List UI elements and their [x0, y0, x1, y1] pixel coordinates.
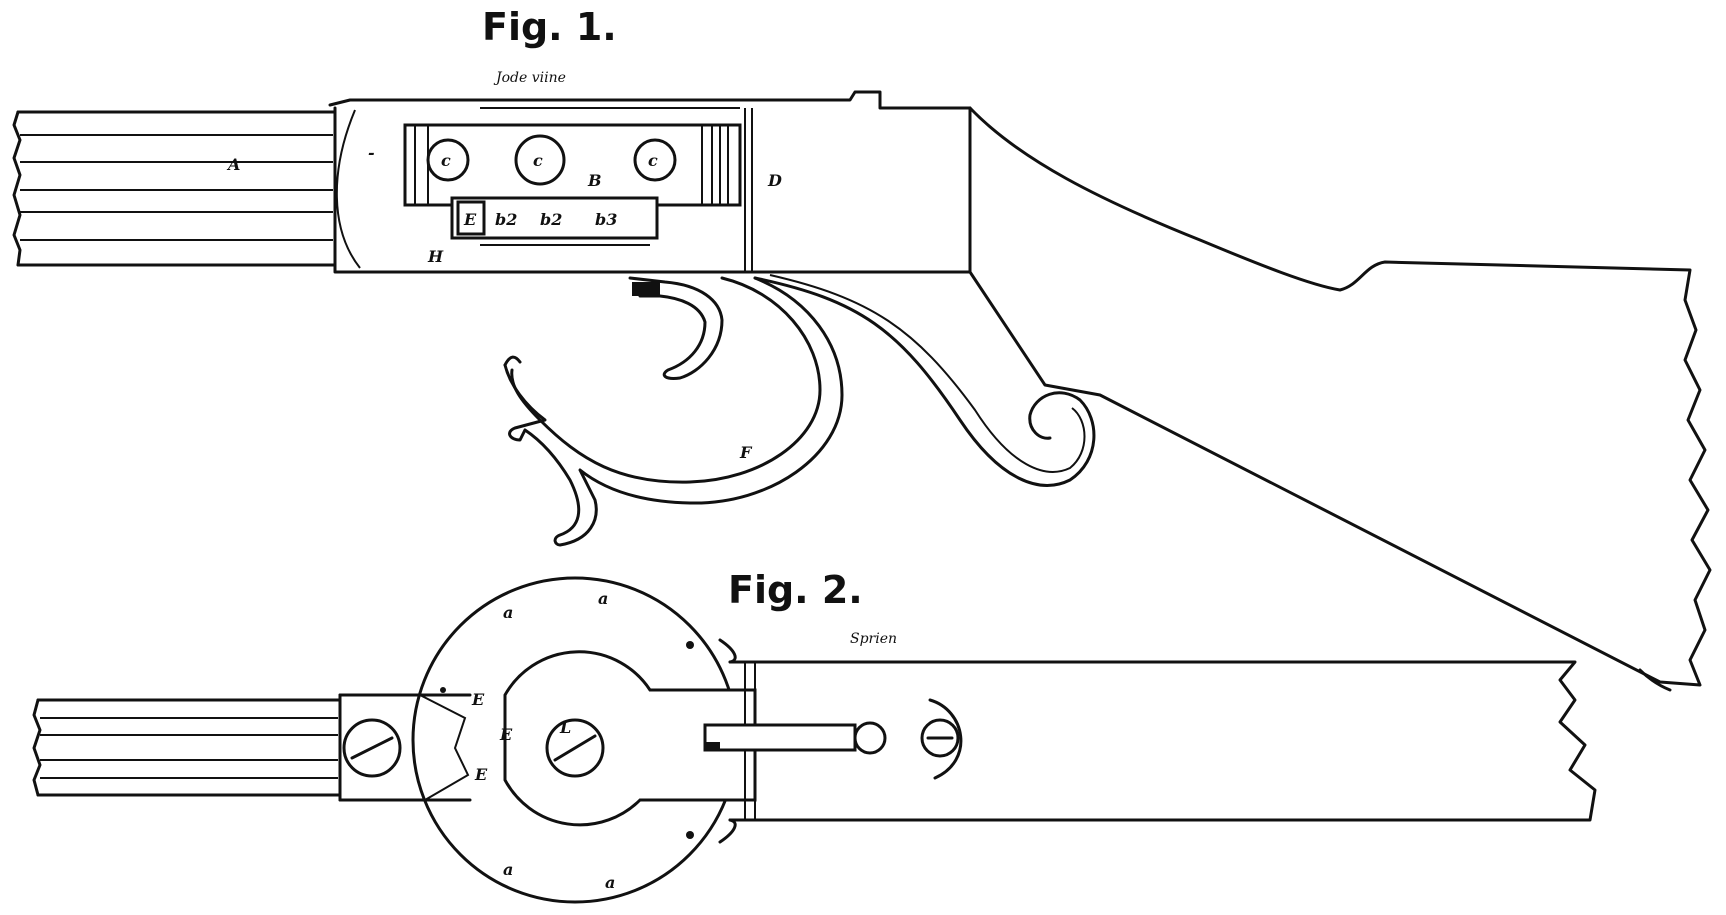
label-cylinder-c1: c — [441, 151, 451, 170]
trigger-guard: F — [503, 276, 844, 547]
figure-1: Fig. 1. Jode viine A - H D c c — [12, 5, 1712, 692]
figure-1-title: Fig. 1. — [482, 5, 617, 49]
label-cylinder-c3: c — [648, 151, 658, 170]
figure-2-inscription: Sprien — [850, 631, 897, 647]
chamber-mark-2: b2 — [540, 210, 562, 229]
figure-2-title: Fig. 2. — [728, 568, 863, 612]
chamber-mark-1: b2 — [495, 210, 517, 229]
label-e-lower: E — [474, 765, 488, 784]
label-frame: H — [427, 247, 444, 266]
label-stock: D — [767, 171, 782, 190]
label-rim-top-right: a — [598, 589, 608, 608]
cylinder-disk: L E E E a a a a — [338, 576, 757, 904]
stock-top-view — [703, 638, 1597, 844]
label-plate: E — [499, 725, 513, 744]
barrel: A — [12, 110, 337, 267]
label-cylinder-c2: c — [533, 151, 543, 170]
figure-2: Fig. 2. Sprien L E E E a a a a — [32, 568, 1597, 904]
label-rim-bottom-left: a — [503, 860, 513, 879]
chamber-mark-3: b3 — [595, 210, 617, 229]
label-cylinder: B — [587, 171, 602, 190]
receiver-frame: - H D — [328, 90, 972, 274]
label-barrel: A — [226, 155, 240, 174]
figure-1-inscription: Jode viine — [493, 70, 566, 86]
label-rim-bottom-right: a — [605, 873, 615, 892]
rifle-stock — [968, 106, 1712, 692]
label-trigger-guard: F — [739, 443, 753, 462]
label-rim-top-left: a — [503, 603, 513, 622]
label-lever: E — [463, 210, 477, 229]
label-frame-mark: - — [368, 143, 375, 162]
label-center-screw: L — [559, 718, 571, 737]
barrel-top-view — [32, 693, 342, 802]
spring-scroll — [753, 274, 1096, 487]
revolving-cylinder: c c c B E b2 b2 b3 — [403, 107, 742, 246]
label-e-upper: E — [471, 690, 485, 709]
